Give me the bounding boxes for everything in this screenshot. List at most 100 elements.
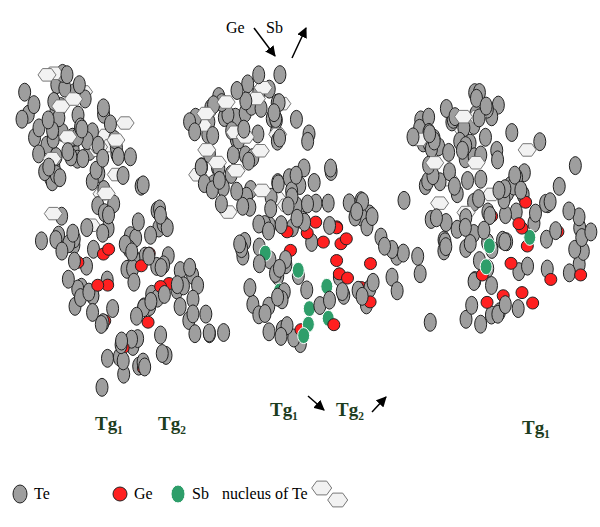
te-atom bbox=[35, 232, 47, 250]
ge-atom bbox=[142, 316, 154, 328]
te-nucleus bbox=[431, 197, 449, 210]
te-atom bbox=[137, 176, 149, 194]
temperature-label: Tg₁ bbox=[95, 414, 123, 433]
legend-text: Sb bbox=[192, 486, 209, 502]
te-atom bbox=[203, 325, 215, 343]
te-atom bbox=[464, 235, 476, 253]
te-atom bbox=[440, 238, 452, 256]
te-nucleus bbox=[217, 96, 235, 109]
legend-text: Ge bbox=[134, 486, 153, 502]
ge-atom bbox=[340, 233, 352, 245]
te-atom bbox=[95, 315, 107, 333]
te-atom bbox=[187, 305, 199, 323]
ge-atom bbox=[481, 296, 493, 308]
te-atom bbox=[391, 282, 403, 300]
te-atom bbox=[366, 208, 378, 226]
te-atom bbox=[62, 270, 74, 288]
te-atom bbox=[117, 166, 129, 184]
te-atom bbox=[76, 120, 88, 138]
temperature-label: Tg₂ bbox=[158, 414, 186, 433]
te-nucleus bbox=[52, 100, 70, 113]
te-atom bbox=[367, 273, 379, 291]
ge-atom bbox=[310, 216, 322, 228]
te-nucleus bbox=[227, 165, 245, 178]
te-atom bbox=[62, 143, 74, 161]
te-atom bbox=[263, 323, 275, 341]
te-nucleus bbox=[38, 69, 56, 82]
te-nucleus bbox=[253, 184, 271, 197]
te-atom bbox=[563, 202, 575, 220]
te-atom bbox=[407, 128, 419, 146]
te-nucleus bbox=[116, 117, 134, 129]
te-atom bbox=[243, 152, 255, 170]
te-atom bbox=[515, 181, 527, 199]
te-atom bbox=[200, 305, 212, 323]
ge-atom bbox=[545, 273, 557, 285]
sb-arrow bbox=[292, 28, 306, 58]
te-atom bbox=[155, 326, 167, 344]
te-atom bbox=[291, 209, 303, 227]
ge-atom bbox=[527, 297, 539, 309]
te-atom bbox=[475, 315, 487, 333]
te-atom bbox=[77, 150, 89, 168]
te-atom bbox=[61, 66, 73, 84]
te-atom bbox=[117, 352, 129, 370]
te-atom bbox=[456, 141, 468, 159]
te-atom bbox=[252, 125, 264, 143]
te-atom bbox=[101, 349, 113, 367]
te-atom bbox=[265, 200, 277, 218]
te-atom bbox=[499, 233, 511, 251]
te-atom bbox=[16, 110, 28, 128]
ge-atom bbox=[505, 257, 517, 269]
te-atom bbox=[272, 288, 284, 306]
te-atom bbox=[459, 218, 471, 236]
te-atom bbox=[493, 181, 505, 199]
te-atom bbox=[42, 111, 54, 129]
te-atom bbox=[107, 300, 119, 318]
te-atom bbox=[302, 132, 314, 150]
te-atom bbox=[242, 75, 254, 93]
te-atom bbox=[154, 206, 166, 224]
te-atom bbox=[56, 242, 68, 260]
te-atom bbox=[553, 177, 565, 195]
te-atom bbox=[424, 313, 436, 331]
te-atom bbox=[322, 194, 334, 212]
te-atom bbox=[268, 104, 280, 122]
te-atom bbox=[259, 305, 271, 323]
te-atom bbox=[97, 224, 109, 242]
te-atom bbox=[156, 345, 168, 363]
te-atom bbox=[466, 296, 478, 314]
te-atom bbox=[275, 327, 287, 345]
te-atom bbox=[308, 173, 320, 191]
te-atom bbox=[33, 145, 45, 163]
sb-atom bbox=[483, 238, 495, 254]
te-atom bbox=[231, 182, 243, 200]
sb-atom bbox=[303, 301, 315, 317]
te-atom bbox=[112, 147, 124, 165]
ge-atom bbox=[328, 319, 340, 331]
tg-arrow bbox=[372, 397, 386, 412]
te-nucleus bbox=[107, 134, 125, 146]
te-atom bbox=[325, 159, 337, 177]
te-atom bbox=[492, 151, 504, 169]
te-atom bbox=[379, 237, 391, 255]
te-atom bbox=[139, 358, 151, 376]
te-atom bbox=[81, 219, 93, 237]
temperature-label: Tg₁ bbox=[522, 418, 550, 437]
te-atom bbox=[585, 223, 597, 241]
te-nucleus bbox=[426, 157, 444, 169]
te-atom bbox=[158, 285, 170, 303]
te-atom bbox=[274, 66, 286, 84]
ge-atom bbox=[92, 279, 104, 291]
te-atom bbox=[253, 66, 265, 84]
te-atom bbox=[480, 97, 492, 115]
te-atom bbox=[67, 224, 79, 242]
te-nucleus bbox=[97, 187, 115, 200]
te-atom bbox=[324, 216, 336, 234]
sb-atom bbox=[292, 262, 304, 278]
te-atom bbox=[218, 324, 230, 342]
te-atom bbox=[126, 243, 138, 261]
te-atom bbox=[275, 216, 287, 234]
temperature-label: Tg₂ bbox=[336, 400, 364, 419]
te-atom bbox=[301, 281, 313, 299]
